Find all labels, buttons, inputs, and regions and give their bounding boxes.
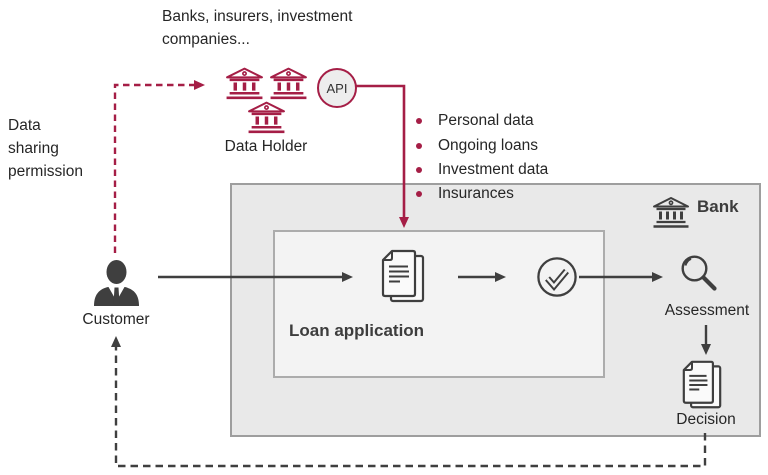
- data-holder-label: Data Holder: [224, 138, 308, 155]
- bullet-dot: [416, 142, 422, 149]
- list-item: Ongoing loans: [410, 133, 548, 157]
- loan-application-label: Loan application: [289, 321, 425, 340]
- decision-documents-icon: [682, 360, 722, 409]
- bank-building-icon: [226, 67, 263, 100]
- list-item: Investment data: [410, 158, 548, 182]
- customer-person-icon: [94, 260, 139, 306]
- permission-note: Data sharing permission: [8, 117, 83, 180]
- bullet-dot: [416, 166, 422, 173]
- api-data-list: Personal data Ongoing loans Investment d…: [410, 109, 548, 207]
- list-item: Personal data: [410, 109, 548, 133]
- loan-application-box: [273, 230, 605, 378]
- approval-check-icon: [537, 257, 577, 297]
- bank-label: Bank: [697, 197, 739, 216]
- bullet-dot: [416, 191, 422, 198]
- customer-label: Customer: [82, 311, 150, 328]
- permission-dashed-arrow: [113, 80, 205, 253]
- bank-building-icon: [270, 67, 307, 100]
- assessment-label: Assessment: [664, 302, 750, 319]
- list-item: Insurances: [410, 182, 548, 206]
- top-note: Banks, insurers, investment companies...: [162, 8, 353, 48]
- api-node: API: [317, 68, 357, 108]
- application-documents-icon: [381, 249, 425, 303]
- api-label: API: [326, 80, 348, 96]
- bullet-dot: [416, 118, 422, 125]
- bank-building-icon: [248, 101, 285, 134]
- decision-label: Decision: [676, 411, 736, 428]
- assessment-magnifier-icon: [681, 255, 717, 291]
- bank-building-icon: [653, 197, 689, 228]
